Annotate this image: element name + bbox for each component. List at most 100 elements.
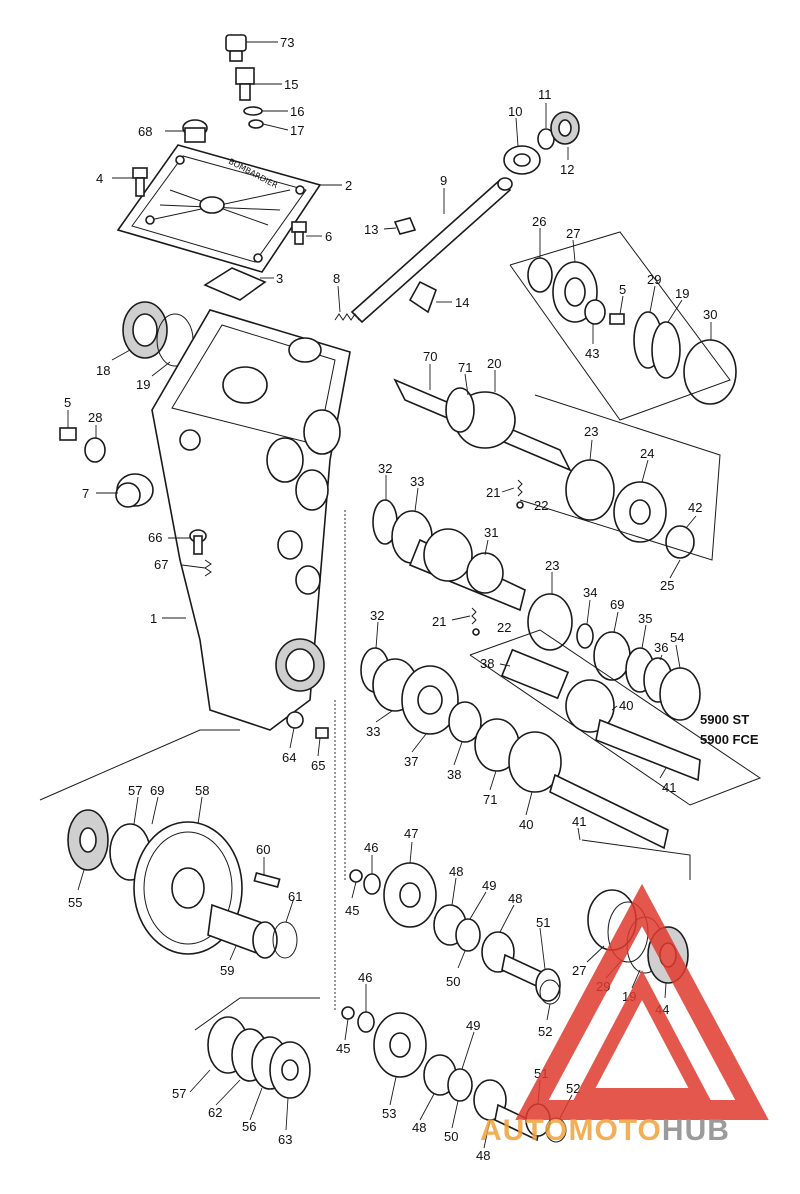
bolt-5-left (59, 427, 77, 441)
washer-46-lower (357, 1011, 375, 1033)
label-49-lower: 49 (466, 1018, 480, 1033)
washer-46-top (363, 873, 381, 895)
label-12: 12 (560, 162, 574, 177)
gasket-3 (203, 267, 267, 301)
gear-24 (613, 481, 667, 543)
label-67: 67 (154, 557, 168, 572)
bearing-42 (665, 525, 695, 559)
bolt-4 (132, 167, 148, 197)
seal-12 (550, 111, 580, 145)
label-55: 55 (68, 895, 82, 910)
label-15: 15 (284, 77, 298, 92)
label-9: 9 (440, 173, 447, 188)
label-52-lower: 52 (566, 1081, 580, 1096)
label-33-top: 33 (410, 474, 424, 489)
label-27-top: 27 (566, 226, 580, 241)
label-57-lower: 57 (172, 1086, 186, 1101)
seal-55 (67, 809, 109, 871)
washer-28 (84, 437, 106, 463)
label-22-lower: 22 (497, 620, 511, 635)
label-33-lower: 33 (366, 724, 380, 739)
label-43: 43 (585, 346, 599, 361)
label-7: 7 (82, 486, 89, 501)
label-30: 30 (703, 307, 717, 322)
bearing-69-top (593, 631, 631, 681)
label-52-top: 52 (538, 1024, 552, 1039)
label-28: 28 (88, 410, 102, 425)
synchro-23-top (565, 459, 615, 521)
pin-66 (189, 529, 207, 555)
input-shaft-70 (393, 378, 572, 472)
label-65: 65 (311, 758, 325, 773)
label-57-top: 57 (128, 783, 142, 798)
label-37: 37 (404, 754, 418, 769)
watermark-text: AUTOMOTOHUB (480, 1114, 730, 1147)
label-13: 13 (364, 222, 378, 237)
label-51-top: 51 (536, 915, 550, 930)
gear-53 (373, 1012, 427, 1078)
watermark-triangle-icon (515, 883, 769, 1120)
watermark-text-hub: HUB (662, 1114, 730, 1147)
label-31: 31 (484, 525, 498, 540)
seal-housing-10 (503, 145, 541, 175)
label-29-top: 29 (647, 272, 661, 287)
circlip-61 (272, 921, 298, 959)
ring-17 (248, 119, 264, 129)
label-71-top: 71 (458, 360, 472, 375)
label-59: 59 (220, 963, 234, 978)
label-50-lower: 50 (444, 1129, 458, 1144)
spacer-38-box (500, 648, 570, 700)
label-26: 26 (532, 214, 546, 229)
spacer-43 (584, 299, 606, 325)
bearing-18 (122, 301, 168, 359)
label-20: 20 (487, 356, 501, 371)
label-49-top: 49 (482, 878, 496, 893)
label-40-lower: 40 (519, 817, 533, 832)
output-shaft-41 (549, 773, 669, 850)
model-label-fce: 5900 FCE (700, 732, 759, 747)
label-16: 16 (290, 104, 304, 119)
label-10: 10 (508, 104, 522, 119)
label-6: 6 (325, 229, 332, 244)
label-5-right: 5 (619, 282, 626, 297)
label-8: 8 (333, 271, 340, 286)
ball-22-top (516, 501, 524, 509)
shaft-41-box (595, 718, 701, 782)
label-48-b: 48 (508, 891, 522, 906)
watermark-text-moto: MOTO (568, 1114, 661, 1147)
ball-22-lower (472, 628, 480, 636)
label-17: 17 (290, 123, 304, 138)
washer-26 (527, 257, 553, 293)
label-56: 56 (242, 1119, 256, 1134)
model-label-st: 5900 ST (700, 712, 749, 727)
watermark-logo: AUTOMOTOHUB (480, 883, 769, 1147)
plug-65 (315, 727, 329, 739)
circlip-34 (576, 623, 594, 649)
sensor-15 (235, 67, 255, 101)
pin-60 (253, 872, 281, 888)
bearing-49-b (447, 1068, 473, 1102)
label-24: 24 (640, 446, 654, 461)
washer-64 (286, 711, 304, 729)
label-45-top: 45 (345, 903, 359, 918)
label-47: 47 (404, 826, 418, 841)
label-69-top: 69 (610, 597, 624, 612)
label-66: 66 (148, 530, 162, 545)
nut-13 (393, 217, 417, 235)
cover-plate-2: BOMBARDIER (116, 144, 322, 273)
parts-drawing: BOMBARDIER (39, 34, 762, 1143)
label-41-lower: 41 (572, 814, 586, 829)
bearing-49-a (455, 918, 481, 952)
washer-16 (243, 106, 263, 116)
label-36: 36 (654, 640, 668, 655)
label-1: 1 (150, 611, 157, 626)
label-41-box: 41 (662, 780, 676, 795)
label-21-lower: 21 (432, 614, 446, 629)
cover-54 (659, 667, 701, 721)
label-38-lower: 38 (447, 767, 461, 782)
label-34: 34 (583, 585, 597, 600)
plug-68 (182, 119, 208, 143)
gear-47 (383, 862, 437, 928)
hub-59 (207, 903, 278, 959)
